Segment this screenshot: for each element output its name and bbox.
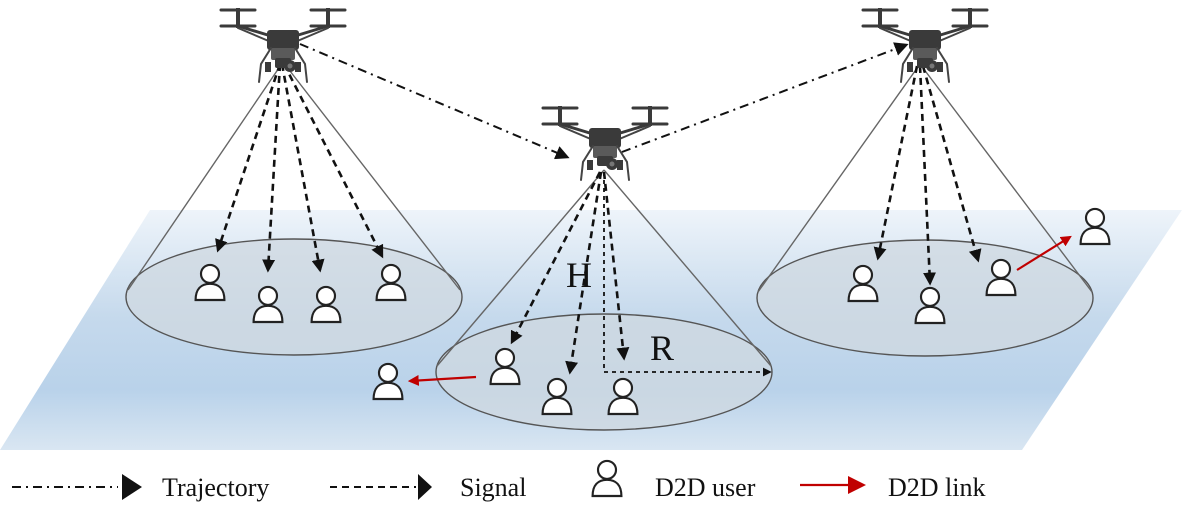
legend-item-d2d-link: D2D link	[800, 473, 986, 502]
coverage-area-left	[125, 61, 463, 356]
legend: Trajectory Signal D2D user D2D link	[12, 459, 986, 502]
trajectory-segment-1	[299, 43, 570, 160]
legend-item-trajectory: Trajectory	[12, 473, 269, 502]
svg-text:Signal: Signal	[460, 473, 526, 502]
legend-item-signal: Signal	[330, 473, 526, 502]
trajectory-segment-2	[621, 42, 909, 153]
coverage-area-middle: H R	[372, 169, 773, 431]
svg-text:D2D link: D2D link	[888, 473, 986, 502]
trajectory-path	[299, 42, 909, 160]
coverage-area-right	[756, 63, 1111, 357]
coverage-disc-left	[125, 238, 463, 356]
svg-text:Trajectory: Trajectory	[162, 473, 269, 502]
d2d-link-arrow	[1016, 235, 1072, 271]
user-icon	[591, 459, 623, 498]
svg-text:D2D user: D2D user	[655, 473, 756, 502]
radius-label: R	[650, 328, 674, 368]
legend-item-d2d-user: D2D user	[591, 459, 756, 502]
height-label: H	[566, 255, 592, 295]
d2d-link-arrow	[407, 374, 477, 386]
